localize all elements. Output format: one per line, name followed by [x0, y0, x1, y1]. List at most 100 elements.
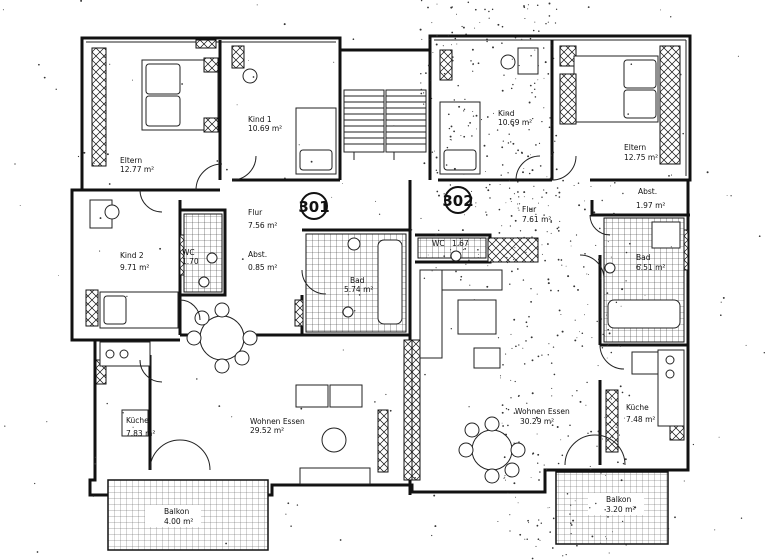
- speckle: [510, 397, 512, 399]
- speckle: [486, 155, 489, 158]
- speckle: [459, 237, 462, 240]
- speckle: [692, 443, 695, 446]
- speckle: [425, 72, 427, 74]
- speckle: [456, 13, 457, 15]
- speckle: [57, 275, 59, 276]
- speckle: [534, 21, 536, 23]
- speckle: [419, 28, 422, 31]
- speckle: [532, 198, 534, 200]
- speckle: [290, 525, 292, 527]
- speckle: [570, 524, 573, 526]
- speckle: [431, 97, 433, 99]
- speckle: [588, 274, 589, 275]
- speckle: [527, 519, 529, 522]
- speckle: [504, 476, 506, 478]
- speckle: [604, 509, 606, 511]
- speckle: [438, 229, 440, 231]
- speckle: [543, 189, 545, 191]
- room-name-kueche-right: Küche: [626, 403, 649, 412]
- speckle: [502, 425, 504, 427]
- speckle: [431, 270, 433, 272]
- speckle: [513, 442, 515, 444]
- speckle: [551, 124, 553, 126]
- speckle: [670, 16, 672, 18]
- speckle: [622, 462, 625, 465]
- speckle: [517, 207, 519, 209]
- speckle: [506, 256, 508, 259]
- speckle: [296, 504, 299, 506]
- speckle: [475, 114, 478, 117]
- speckle: [542, 47, 545, 49]
- speckle: [562, 555, 564, 557]
- room-area-abst-left: 0.85 m²: [248, 263, 277, 272]
- speckle: [99, 250, 101, 252]
- speckle: [530, 300, 533, 303]
- speckle: [453, 99, 455, 101]
- speckle: [505, 433, 507, 436]
- speckle: [550, 232, 552, 234]
- speckle: [606, 538, 608, 540]
- speckle: [531, 392, 534, 395]
- speckle: [682, 132, 684, 135]
- speckle: [488, 10, 490, 13]
- speckle: [497, 337, 500, 339]
- speckle: [83, 151, 86, 154]
- speckle: [587, 6, 590, 8]
- speckle: [538, 142, 541, 144]
- speckle: [668, 175, 670, 177]
- speckle: [433, 494, 436, 497]
- speckle: [450, 328, 452, 330]
- speckle: [556, 187, 559, 189]
- speckle: [561, 264, 563, 266]
- speckle: [531, 169, 534, 172]
- speckle: [561, 330, 564, 333]
- speckle: [525, 251, 527, 254]
- unit-number: 301: [298, 198, 329, 216]
- speckle: [508, 187, 511, 189]
- speckle: [465, 263, 467, 265]
- speckle: [287, 502, 290, 505]
- speckle: [501, 404, 504, 406]
- speckle: [513, 482, 516, 485]
- speckle: [602, 438, 603, 440]
- room-area-flur-right: 7.61 m²: [522, 215, 551, 224]
- room-area-eltern-right: 12.75 m²: [624, 153, 658, 162]
- speckle: [551, 45, 553, 47]
- speckle: [539, 471, 541, 473]
- speckle: [499, 377, 501, 379]
- speckle: [526, 325, 528, 328]
- speckle: [549, 507, 551, 508]
- speckle: [523, 196, 525, 198]
- speckle: [561, 454, 564, 457]
- speckle: [530, 288, 532, 290]
- speckle: [389, 409, 392, 412]
- beds: [89, 47, 659, 329]
- speckle: [420, 72, 422, 75]
- speckle: [566, 493, 569, 495]
- speckle: [374, 401, 376, 403]
- speckle: [435, 156, 438, 159]
- speckle: [517, 181, 519, 183]
- speckle: [431, 22, 433, 24]
- speckle: [543, 464, 545, 466]
- speckle: [529, 37, 532, 40]
- speckle: [543, 107, 545, 109]
- speckle: [581, 332, 584, 335]
- speckle: [535, 213, 537, 215]
- speckle: [442, 45, 444, 47]
- speckle: [528, 172, 531, 175]
- speckle: [538, 479, 540, 481]
- speckle: [683, 480, 685, 482]
- speckle: [679, 73, 682, 76]
- speckle: [555, 8, 558, 10]
- speckle: [601, 199, 603, 202]
- speckle: [560, 259, 563, 261]
- speckle: [617, 461, 619, 464]
- speckle: [605, 474, 607, 476]
- speckle: [508, 133, 510, 135]
- speckle: [342, 183, 344, 185]
- speckle: [491, 8, 494, 11]
- speckle: [523, 5, 525, 7]
- speckle: [462, 249, 464, 251]
